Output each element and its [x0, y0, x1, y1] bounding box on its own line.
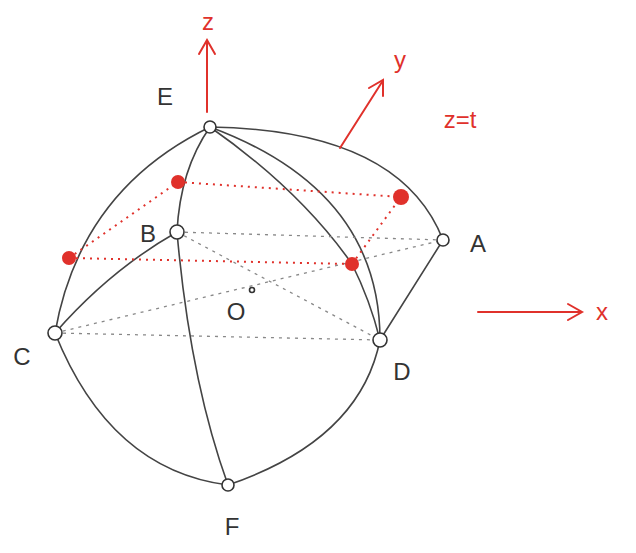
- axis-label: y: [394, 48, 406, 72]
- axis-label: z: [202, 10, 214, 34]
- vertex-label: B: [140, 222, 156, 246]
- origin-label: O: [227, 300, 246, 324]
- vertex-label: E: [157, 85, 173, 109]
- vertex-label: C: [13, 345, 30, 369]
- vertex-label: D: [393, 360, 410, 384]
- vertex-label: A: [470, 232, 486, 256]
- axis-label: x: [596, 300, 608, 324]
- vertex-label: F: [225, 515, 240, 539]
- plane-label: z=t: [444, 108, 477, 132]
